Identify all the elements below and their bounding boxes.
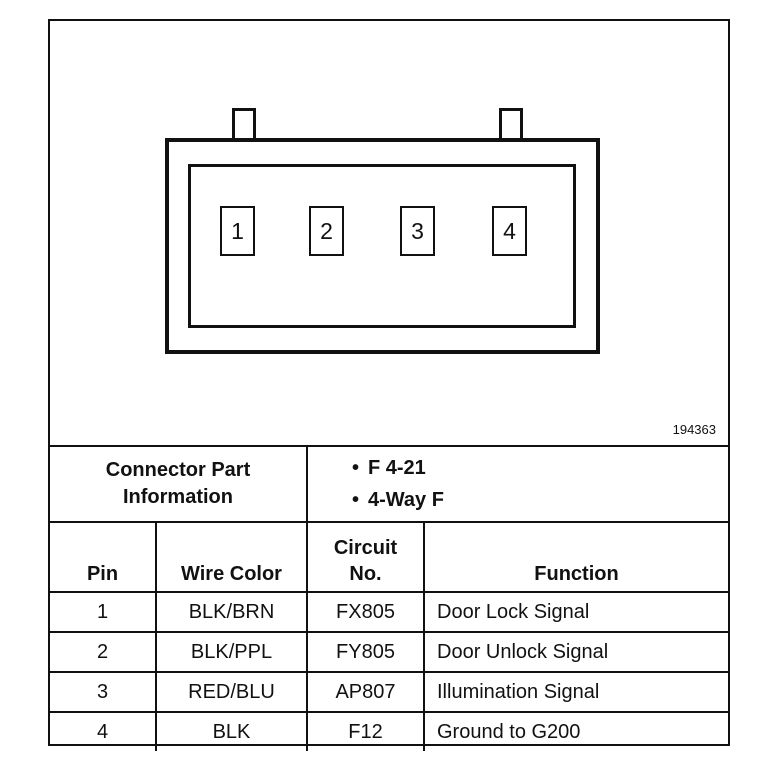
cell-function: Door Lock Signal <box>423 591 728 633</box>
pin-table: Pin Wire Color Circuit No. Function 1 BL… <box>50 521 728 751</box>
cell-circuit: FX805 <box>306 591 425 633</box>
connector-diagram: 1 2 3 4 194363 <box>50 21 728 445</box>
figure-number: 194363 <box>672 422 716 437</box>
table-row: 2 BLK/PPL FY805 Door Unlock Signal <box>50 631 728 673</box>
cell-circuit: F12 <box>306 711 425 751</box>
cell-wire-color: BLK/PPL <box>155 631 308 673</box>
pin-table-header-row: Pin Wire Color Circuit No. Function <box>50 521 728 593</box>
connector-info-values: • F 4-21 • 4-Way F <box>307 445 728 521</box>
header-circuit-no: Circuit No. <box>306 521 425 593</box>
connector-sheet: 1 2 3 4 194363 Connector Part Informatio… <box>48 19 730 751</box>
cell-wire-color: BLK/BRN <box>155 591 308 633</box>
connector-pin-3: 3 <box>400 206 435 256</box>
connector-info-label-line2: Information <box>123 486 233 508</box>
cell-pin: 3 <box>50 671 157 713</box>
cell-function: Illumination Signal <box>423 671 728 713</box>
connector-housing-outer <box>165 138 600 354</box>
header-pin: Pin <box>50 521 157 593</box>
header-circuit-line2: No. <box>349 563 382 585</box>
header-circuit-line1: Circuit <box>333 537 398 559</box>
cell-pin: 2 <box>50 631 157 673</box>
table-row: 4 BLK F12 Ground to G200 <box>50 711 728 751</box>
cell-function: Ground to G200 <box>423 711 728 751</box>
connector-info-row: Connector Part Information • F 4-21 • 4-Wa… <box>50 445 728 521</box>
cell-wire-color: RED/BLU <box>155 671 308 713</box>
cell-function: Door Unlock Signal <box>423 631 728 673</box>
connector-lock-tab-left <box>232 108 256 141</box>
cell-wire-color: BLK <box>155 711 308 751</box>
table-row: 3 RED/BLU AP807 Illumination Signal <box>50 671 728 713</box>
bullet-icon: • <box>352 489 360 511</box>
connector-pin-4: 4 <box>492 206 527 256</box>
connector-info-table: Connector Part Information • F 4-21 • 4-Wa… <box>50 445 728 521</box>
table-row: 1 BLK/BRN FX805 Door Lock Signal <box>50 591 728 633</box>
connector-info-item-text: F 4-21 <box>368 457 426 479</box>
cell-circuit: AP807 <box>306 671 425 713</box>
cell-circuit: FY805 <box>306 631 425 673</box>
connector-housing-inner <box>188 164 576 328</box>
cell-pin: 1 <box>50 591 157 633</box>
connector-lock-tab-right <box>499 108 523 141</box>
connector-pin-2: 2 <box>309 206 344 256</box>
bullet-icon: • <box>352 457 360 479</box>
connector-info-label-line1: Connector Part <box>105 459 251 481</box>
connector-info-item-text: 4-Way F <box>368 489 444 511</box>
header-function: Function <box>423 521 728 593</box>
connector-info-item: • 4-Way F <box>352 484 728 516</box>
connector-pin-1: 1 <box>220 206 255 256</box>
connector-info-item: • F 4-21 <box>352 452 728 484</box>
cell-pin: 4 <box>50 711 157 751</box>
header-wire-color: Wire Color <box>155 521 308 593</box>
connector-info-label: Connector Part Information <box>50 445 308 521</box>
